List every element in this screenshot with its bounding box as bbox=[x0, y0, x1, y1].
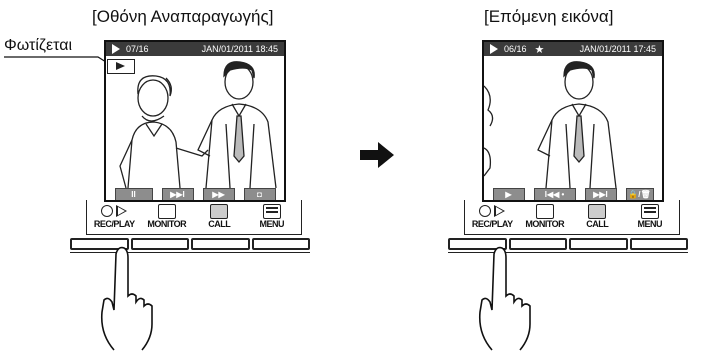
right-screen: 06/16 ★ JAN/01/2011 17:45 ▶ I◀◀ • ▶▶I 🔒/… bbox=[482, 40, 664, 202]
rec-play-label: REC/PLAY bbox=[471, 219, 513, 229]
rec-play-button[interactable]: REC/PLAY bbox=[89, 204, 139, 234]
timestamp: JAN/01/2011 18:45 bbox=[201, 44, 278, 54]
pause-button[interactable]: II bbox=[114, 187, 153, 200]
image-counter: 06/16 bbox=[504, 44, 527, 54]
menu-icon bbox=[640, 203, 659, 219]
left-intercom: 07/16 JAN/01/2011 18:45 bbox=[70, 38, 310, 351]
right-control-bar: ▶ I◀◀ • ▶▶I 🔒/🗑 bbox=[484, 187, 662, 200]
call-button[interactable]: CALL bbox=[194, 203, 244, 234]
right-status-bar: 06/16 ★ JAN/01/2011 17:45 bbox=[484, 42, 662, 56]
next-button[interactable]: ▶▶I bbox=[584, 187, 617, 200]
menu-label: MENU bbox=[637, 219, 663, 229]
rec-play-key[interactable] bbox=[70, 238, 129, 250]
call-key[interactable] bbox=[191, 238, 250, 250]
menu-button[interactable]: MENU bbox=[247, 203, 297, 234]
right-baseline bbox=[448, 252, 688, 253]
left-button-row: REC/PLAY MONITOR CALL MENU bbox=[88, 203, 298, 234]
playback-indicator bbox=[107, 59, 135, 74]
left-bezel bbox=[86, 200, 302, 235]
left-key-strip bbox=[70, 238, 310, 250]
call-icon bbox=[588, 203, 607, 219]
menu-key[interactable] bbox=[251, 238, 310, 250]
right-intercom: 06/16 ★ JAN/01/2011 17:45 ▶ I◀◀ • ▶▶I 🔒/… bbox=[448, 38, 688, 351]
right-caption: [Επόμενη εικόνα] bbox=[484, 7, 614, 26]
timestamp: JAN/01/2011 17:45 bbox=[579, 44, 656, 54]
play-icon bbox=[116, 62, 125, 70]
lit-callout: Φωτίζεται bbox=[4, 37, 72, 54]
monitor-button[interactable]: MONITOR bbox=[142, 203, 192, 234]
call-key[interactable] bbox=[569, 238, 628, 250]
play-icon bbox=[490, 44, 498, 54]
call-label: CALL bbox=[586, 219, 609, 229]
monitor-label: MONITOR bbox=[525, 219, 565, 229]
menu-label: MENU bbox=[259, 219, 285, 229]
right-button-row: REC/PLAY MONITOR CALL MENU bbox=[466, 203, 676, 234]
protect-delete-button[interactable]: 🔒/🗑 bbox=[625, 187, 654, 200]
monitor-button[interactable]: MONITOR bbox=[520, 203, 570, 234]
call-button[interactable]: CALL bbox=[572, 203, 622, 234]
fast-forward-button[interactable]: ▶▶ bbox=[202, 187, 235, 200]
camera-button[interactable]: ◘ bbox=[243, 187, 276, 200]
monitor-label: MONITOR bbox=[147, 219, 187, 229]
left-baseline bbox=[70, 252, 310, 253]
left-caption: [Οθόνη Αναπαραγωγής] bbox=[92, 7, 274, 26]
left-screen: 07/16 JAN/01/2011 18:45 bbox=[104, 40, 286, 202]
rec-play-icon bbox=[101, 204, 128, 218]
play-button[interactable]: ▶ bbox=[492, 187, 525, 200]
call-label: CALL bbox=[208, 219, 231, 229]
man-illustration bbox=[484, 61, 617, 188]
image-counter: 07/16 bbox=[126, 44, 149, 54]
hand-icon bbox=[100, 246, 153, 351]
menu-button[interactable]: MENU bbox=[625, 203, 675, 234]
play-icon bbox=[112, 44, 120, 54]
monitor-icon bbox=[535, 203, 554, 219]
people-illustration bbox=[119, 61, 277, 188]
rec-play-key[interactable] bbox=[448, 238, 507, 250]
right-key-strip bbox=[448, 238, 688, 250]
left-control-bar: II ▶▶I ▶▶ ◘ bbox=[106, 187, 284, 200]
right-bezel bbox=[464, 200, 680, 235]
star-icon: ★ bbox=[534, 43, 545, 56]
rec-play-button[interactable]: REC/PLAY bbox=[467, 204, 517, 234]
menu-icon bbox=[262, 203, 281, 219]
monitor-key[interactable] bbox=[130, 238, 189, 250]
monitor-icon bbox=[157, 203, 176, 219]
left-status-bar: 07/16 JAN/01/2011 18:45 bbox=[106, 42, 284, 56]
menu-key[interactable] bbox=[629, 238, 688, 250]
skip-next-button[interactable]: ▶▶I bbox=[161, 187, 194, 200]
hand-icon bbox=[478, 246, 531, 351]
previous-button[interactable]: I◀◀ • bbox=[533, 187, 576, 200]
rec-play-label: REC/PLAY bbox=[93, 219, 135, 229]
right-arrow-icon bbox=[360, 142, 394, 168]
monitor-key[interactable] bbox=[508, 238, 567, 250]
rec-play-icon bbox=[479, 204, 506, 218]
callout-leader-line bbox=[4, 56, 107, 63]
call-icon bbox=[210, 203, 229, 219]
